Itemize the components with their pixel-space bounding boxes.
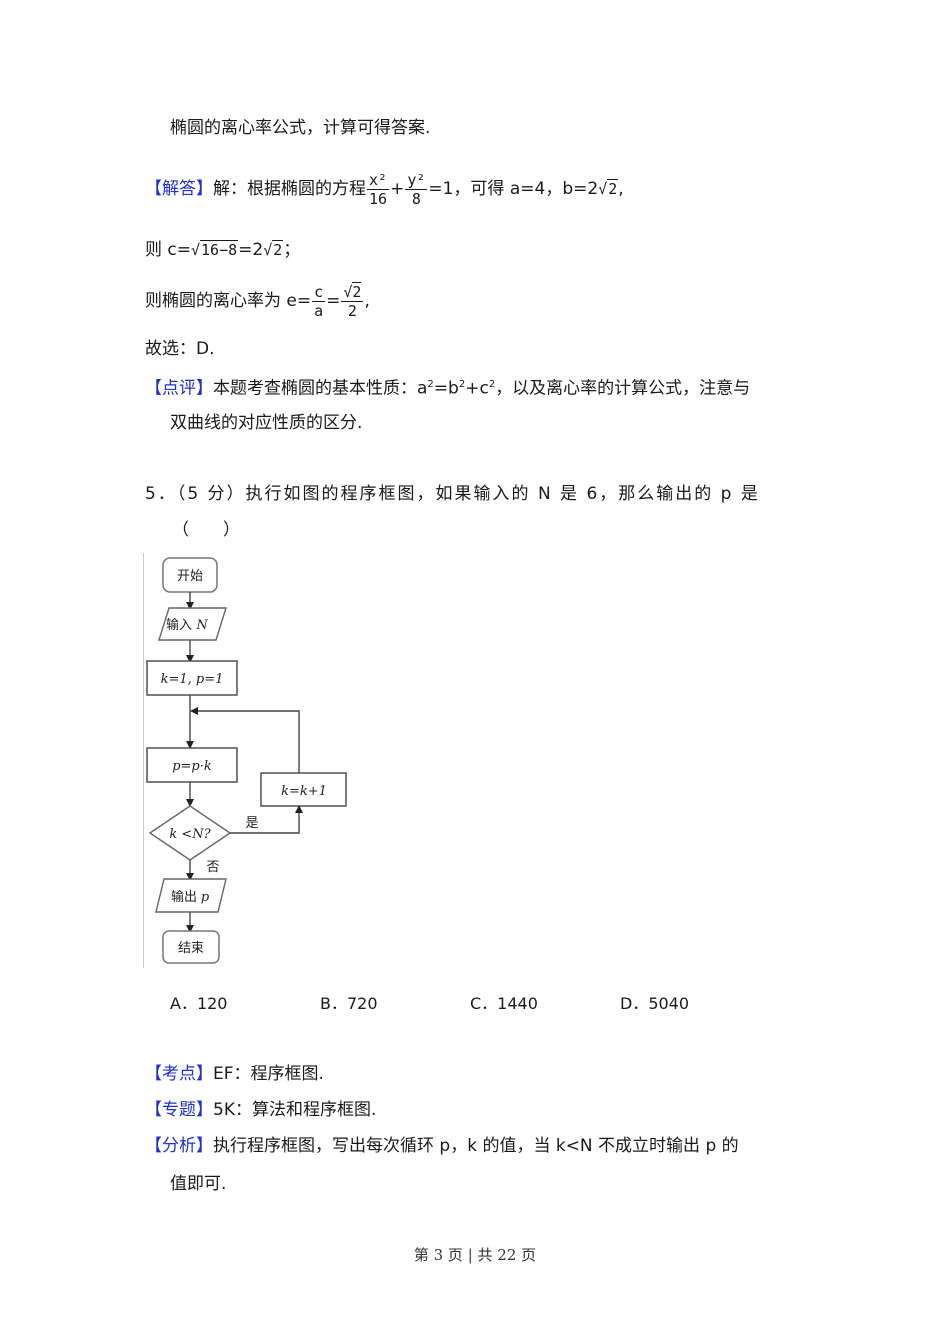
c-line: 则 c=√16−8=2√2； <box>145 240 301 260</box>
comment-line: 【点评】本题考查椭圆的基本性质：a2=b2+c2，以及离心率的计算公式，注意与 <box>145 378 751 399</box>
sqrt-2: √2 <box>598 179 619 198</box>
solution-intro: 解：根据椭圆的方程 <box>213 179 366 199</box>
fenxi-line-2: 值即可. <box>170 1174 227 1194</box>
question-blank: （ ） <box>172 520 240 540</box>
kaodian-line: 【考点】EF：程序框图. <box>145 1064 324 1084</box>
sqrt-2: √2 <box>263 240 284 259</box>
zhuanti-line: 【专题】5K：算法和程序框图. <box>145 1100 377 1120</box>
flowchart-diagram <box>146 557 347 964</box>
solution-tag: 【解答】 <box>145 179 213 199</box>
fenxi-line: 【分析】执行程序框图，写出每次循环 p，k 的值，当 k<N 不成立时输出 p … <box>145 1136 739 1156</box>
page-footer: 第 3 页 | 共 22 页 <box>413 1246 537 1264</box>
comment-tag: 【点评】 <box>145 378 213 399</box>
option-d[interactable]: D．5040 <box>620 994 690 1013</box>
sqrt-16-8: √16−8 <box>191 240 239 259</box>
question-text: 5．（5 分）执行如图的程序框图，如果输入的 N 是 6，那么输出的 p 是 <box>145 484 760 504</box>
option-a[interactable]: A．120 <box>170 994 228 1013</box>
option-b[interactable]: B．720 <box>320 994 378 1013</box>
kaodian-tag: 【考点】 <box>145 1064 213 1084</box>
zhuanti-tag: 【专题】 <box>145 1100 213 1120</box>
answer-options: A．120 B．720 C．1440 D．5040 <box>170 990 770 1014</box>
continuation-text: 椭圆的离心率公式，计算可得答案. <box>170 118 431 138</box>
choose-text: 故选：D. <box>145 339 215 359</box>
flowchart: 开始 输入 N k=1, p=1 p=p·k k=k+1 k <N? 是 否 输… <box>143 553 364 968</box>
fenxi-tag: 【分析】 <box>145 1136 213 1156</box>
comment-line-2: 双曲线的对应性质的区分. <box>170 413 363 433</box>
option-c[interactable]: C．1440 <box>470 994 538 1013</box>
